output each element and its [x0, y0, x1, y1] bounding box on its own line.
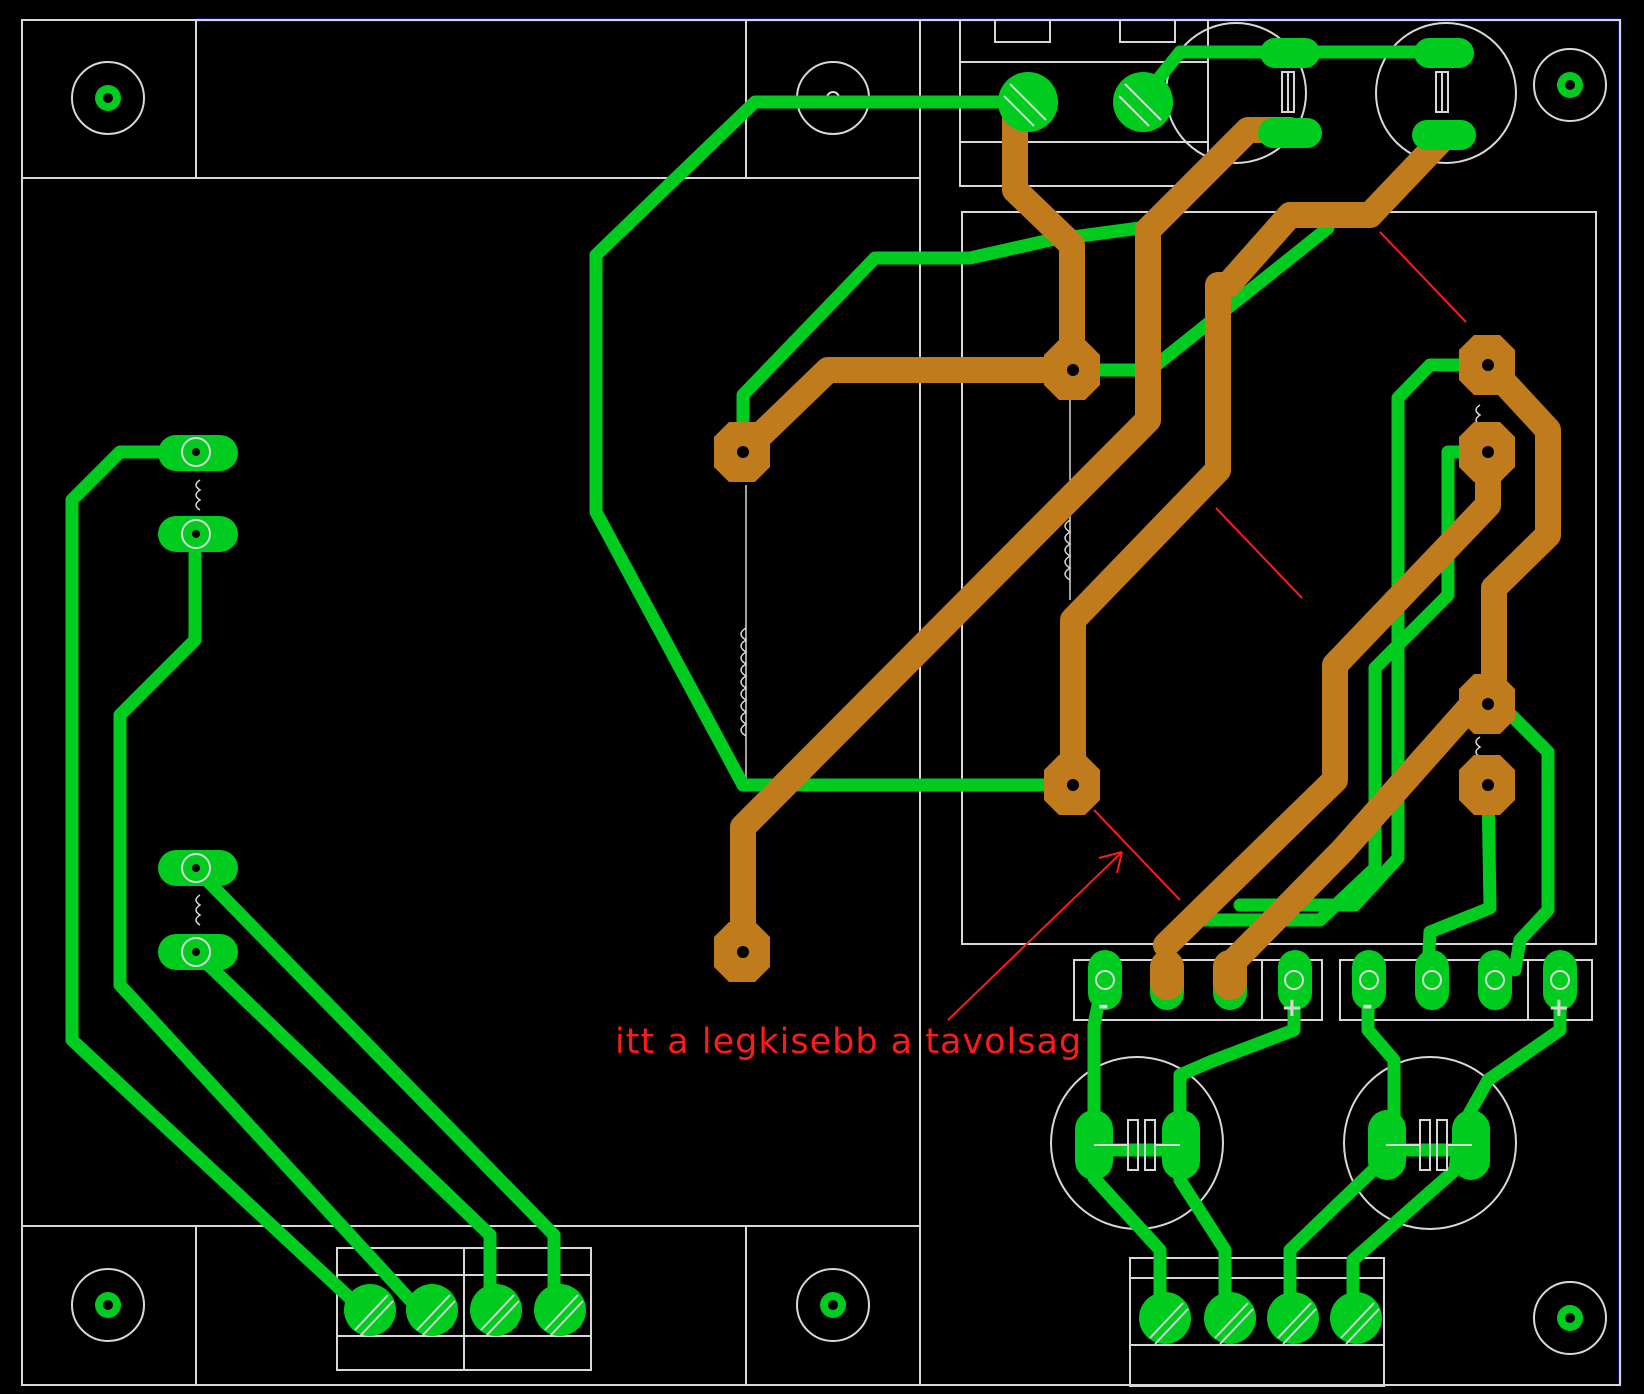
mounting-hole-icon	[796, 1268, 870, 1342]
bottom-copper-traces	[730, 89, 1561, 978]
polarity-minus: -	[1362, 991, 1373, 1021]
board-outline	[21, 18, 1622, 1386]
annotation-label: itt a legkisebb a tavolsag	[615, 1022, 1083, 1062]
mounting-hole-icon	[1533, 1281, 1607, 1355]
pads	[158, 38, 1577, 1180]
polarity-plus: +	[1548, 993, 1570, 1023]
polarity-marks: - + - +	[1098, 991, 1570, 1023]
arrow-icon	[947, 851, 1123, 1021]
mounting-hole-icon	[71, 48, 1607, 1355]
mounting-hole-icon	[71, 61, 145, 135]
clearance-marks	[1093, 231, 1467, 901]
mounting-hole-icon	[71, 1268, 145, 1342]
mounting-hole-icon	[1533, 48, 1607, 122]
top-copper-traces	[65, 45, 1567, 1307]
polarity-minus: -	[1098, 991, 1109, 1021]
capacitor-icon	[1094, 71, 1472, 1171]
polarity-plus: +	[1281, 993, 1303, 1023]
screw-terminal-icon	[344, 72, 1382, 1345]
